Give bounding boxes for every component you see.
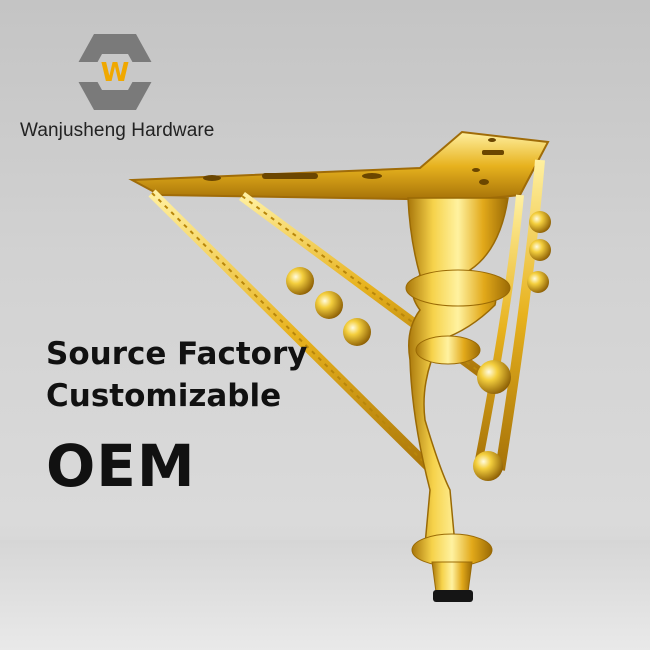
headline-line-3: OEM <box>46 432 196 500</box>
floor-background <box>0 540 650 650</box>
brand-name: Wanjusheng Hardware <box>20 120 215 141</box>
hexagon-nut-logo-icon: W <box>72 34 158 110</box>
headline-line-2: Customizable <box>46 378 282 414</box>
headline-line-1: Source Factory <box>46 336 308 372</box>
logo-letter: W <box>101 58 130 88</box>
